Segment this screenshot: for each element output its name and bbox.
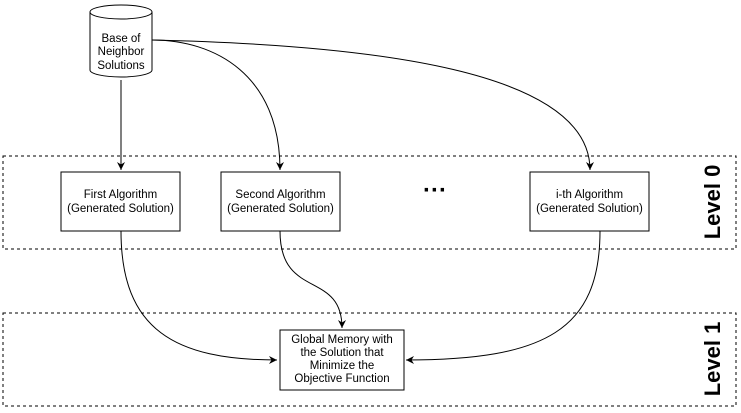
edges-to-memory [120,230,601,364]
memory-line-1: Global Memory with [291,334,393,346]
memory-line-3: Minimize the [310,360,375,372]
algorithm-first-line-1: First Algorithm [84,189,158,201]
edge-second-to-memory [279,230,346,329]
global-memory-node: Global Memory with the Solution that Min… [279,329,405,391]
level-1-label: Level 1 [700,322,725,397]
algorithm-second-line-1: Second Algorithm [235,189,325,201]
database-label-line-2: Neighbor [98,46,145,58]
algorithm-first-line-2: (Generated Solution) [67,203,174,215]
algorithm-node-second: Second Algorithm (Generated Solution) [220,171,341,232]
algorithm-second-line-2: (Generated Solution) [227,203,334,215]
edge-ith-to-memory [405,230,601,364]
database-label-line-1: Base of [102,33,142,45]
algorithm-ith-line-1: i-th Algorithm [556,189,623,201]
edges-from-database [117,39,594,171]
algorithm-node-first: First Algorithm (Generated Solution) [60,171,181,232]
algorithm-node-ith: i-th Algorithm (Generated Solution) [529,171,650,232]
database-node: Base of Neighbor Solutions [89,4,153,78]
database-label-line-3: Solutions [97,60,145,72]
memory-line-2: the Solution that [300,347,384,359]
level-0-label: Level 0 [700,165,725,240]
edge-db-to-ith [151,39,594,171]
level-0-container: Level 0 [2,155,737,250]
edge-db-to-second [151,39,284,171]
database-icon [89,4,153,20]
edge-first-to-memory [120,230,278,364]
algorithm-ith-line-2: (Generated Solution) [536,203,643,215]
ellipsis: ··· [423,177,447,204]
level-1-container: Level 1 [2,312,737,407]
memory-line-4: Objective Function [294,373,389,385]
